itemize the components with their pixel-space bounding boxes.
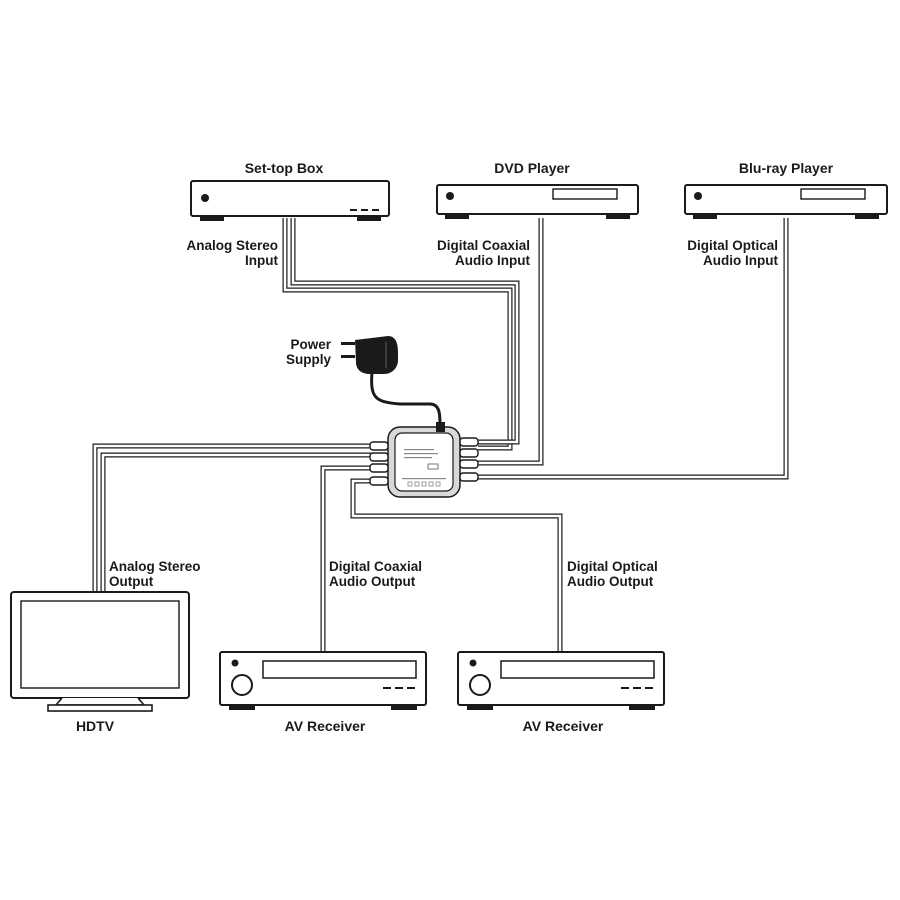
label-set-top-box: Set-top Box	[245, 160, 324, 176]
label-analog-input-1: Analog Stereo	[186, 238, 278, 253]
cable-optical-input	[478, 218, 789, 480]
blu-ray-player	[684, 184, 888, 219]
power-supply	[341, 336, 398, 374]
label-dvd-player: DVD Player	[494, 160, 570, 176]
label-optical-input-2: Audio Input	[703, 253, 778, 268]
labels: Set-top Box DVD Player Blu-ray Player An…	[76, 160, 834, 734]
audio-converter	[369, 422, 479, 498]
label-blu-ray-player: Blu-ray Player	[739, 160, 834, 176]
label-av-receiver-1: AV Receiver	[285, 718, 366, 734]
label-optical-input-1: Digital Optical	[687, 238, 778, 253]
label-power-supply-1: Power	[290, 337, 331, 352]
cable-coaxial-output	[320, 465, 378, 652]
cable-analog-output	[92, 443, 378, 592]
label-optical-output-2: Audio Output	[567, 574, 654, 589]
label-coaxial-output-1: Digital Coaxial	[329, 559, 422, 574]
cable-optical-output	[350, 478, 563, 652]
dvd-player	[436, 184, 639, 219]
label-coaxial-input-2: Audio Input	[455, 253, 530, 268]
av-receiver-2	[457, 651, 665, 710]
hdtv	[10, 591, 190, 712]
label-av-receiver-2: AV Receiver	[523, 718, 604, 734]
av-receiver-1	[219, 651, 427, 710]
cable-coaxial-input	[478, 218, 544, 466]
set-top-box	[190, 180, 390, 221]
label-optical-output-1: Digital Optical	[567, 559, 658, 574]
label-analog-output-1: Analog Stereo	[109, 559, 201, 574]
cables	[92, 218, 789, 652]
cable-analog-input	[282, 218, 520, 451]
label-analog-output-2: Output	[109, 574, 154, 589]
label-analog-input-2: Input	[245, 253, 278, 268]
label-coaxial-output-2: Audio Output	[329, 574, 416, 589]
label-coaxial-input-1: Digital Coaxial	[437, 238, 530, 253]
cable-power	[370, 371, 442, 426]
label-hdtv: HDTV	[76, 718, 115, 734]
label-power-supply-2: Supply	[286, 352, 331, 367]
